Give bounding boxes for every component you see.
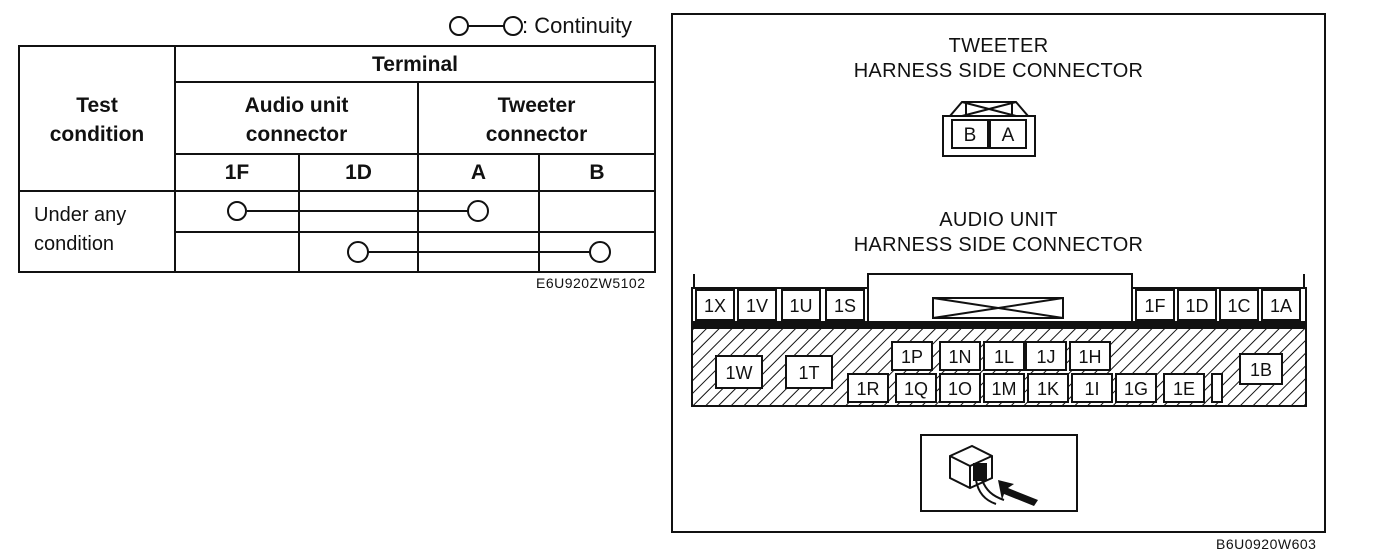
column-header-a: A [470,161,487,184]
header-test-condition: Test condition [19,85,175,155]
table-grid [18,45,656,273]
pin-1q: 1Q [904,379,928,399]
pin-1g: 1G [1124,379,1148,399]
column-header-1f: 1F [224,161,250,184]
audio-unit-connector: 1X 1V 1U 1S 1F 1D 1C 1A 1W 1T 1P 1N 1L 1… [691,273,1307,407]
continuity-node-1d [347,241,369,263]
continuity-symbol-icon [449,16,523,36]
pin-1d: 1D [1185,296,1208,316]
pin-1s: 1S [834,296,856,316]
continuity-node-b [589,241,611,263]
pin-1c: 1C [1227,296,1250,316]
table-reference-code: E6U920ZW5102 [536,275,646,291]
connector-diagram-panel [671,13,1326,533]
pin-1i: 1I [1084,379,1099,399]
probe-insertion-icon [920,434,1078,512]
legend-label: : Continuity [522,13,633,38]
pin-1t: 1T [798,363,819,383]
header-tweeter-line1: Tweeter [497,94,576,117]
column-header-1d: 1D [345,161,372,184]
pin-1f: 1F [1144,296,1165,316]
pin-1k: 1K [1037,379,1059,399]
diagram-reference-code: B6U0920W603 [1216,536,1317,552]
pin-1x: 1X [704,296,726,316]
tweeter-title-line1: TWEETER [948,35,1049,57]
tweeter-title-line2: HARNESS SIDE CONNECTOR [853,60,1144,82]
pin-1o: 1O [948,379,972,399]
header-audio-line1: Audio unit [244,94,349,117]
header-test-condition-line1: Test [76,94,118,117]
pin-1b: 1B [1250,360,1272,380]
audio-title-line1: AUDIO UNIT [939,209,1058,231]
pin-1n: 1N [948,347,971,367]
continuity-row-1 [227,200,489,222]
continuity-table: Terminal Test condition Audio unit conne… [18,45,658,275]
condition-line1: Under any [34,204,127,226]
header-terminal: Terminal [372,52,458,76]
tweeter-pin-a: A [1002,125,1015,146]
continuity-node-a [467,200,489,222]
pin-1j: 1J [1036,347,1055,367]
pin-1a: 1A [1270,296,1292,316]
pin-1l: 1L [994,347,1014,367]
pin-1p: 1P [901,347,923,367]
pin-1u: 1U [789,296,812,316]
column-header-b: B [589,161,605,184]
tweeter-pin-b: B [964,125,977,146]
continuity-row-2 [347,241,611,263]
header-tweeter-connector: Tweeter connector [418,85,655,155]
header-audio-unit-connector: Audio unit connector [175,85,418,155]
header-test-condition-line2: condition [49,123,145,146]
condition-line2: condition [34,233,115,255]
pin-1r: 1R [856,379,879,399]
pin-1e: 1E [1173,379,1195,399]
header-audio-line2: connector [245,123,348,146]
pin-1w: 1W [726,363,753,383]
audio-title-line2: HARNESS SIDE CONNECTOR [853,234,1144,256]
continuity-node-1f [227,201,247,221]
continuity-legend: : Continuity [446,12,632,40]
header-tweeter-line2: connector [485,123,588,146]
pin-1v: 1V [746,296,768,316]
tweeter-connector: B A [942,101,1036,157]
pin-1h: 1H [1078,347,1101,367]
pin-1m: 1M [991,379,1016,399]
